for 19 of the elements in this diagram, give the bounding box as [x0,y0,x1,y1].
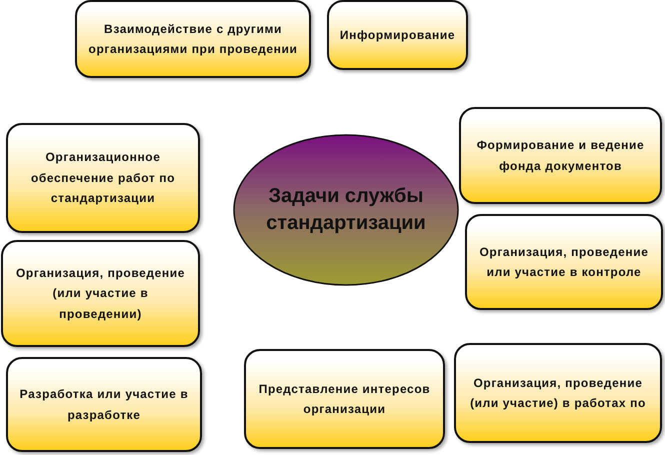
task-box [75,0,311,78]
task-text: Организация, проведение или участие в контроле [478,244,650,281]
task-box [244,349,445,449]
task-box [459,107,662,204]
task-text: Формирование и ведение фонда документов [476,137,646,174]
task-text: Задачи службы стандартизации [265,184,427,236]
task-box [454,343,662,443]
task-text: Организация, проведение (или участие в проведении) [14,264,186,323]
task-text: Организация, проведение (или участие) в работах по [469,374,647,412]
task-text: Представление интересов организации [258,380,432,418]
task-box [6,123,200,233]
task-text: Информирование [340,26,456,44]
task-box [1,240,200,347]
task-box [6,357,202,452]
task-text: Разработка или участие в разработке [18,386,190,424]
task-text: Взаимодействие с другими организациями при проведении [88,20,298,58]
task-box [327,0,468,70]
task-text: Организационное обеспечение работ по стандартизации [30,149,176,208]
task-box [465,214,663,310]
